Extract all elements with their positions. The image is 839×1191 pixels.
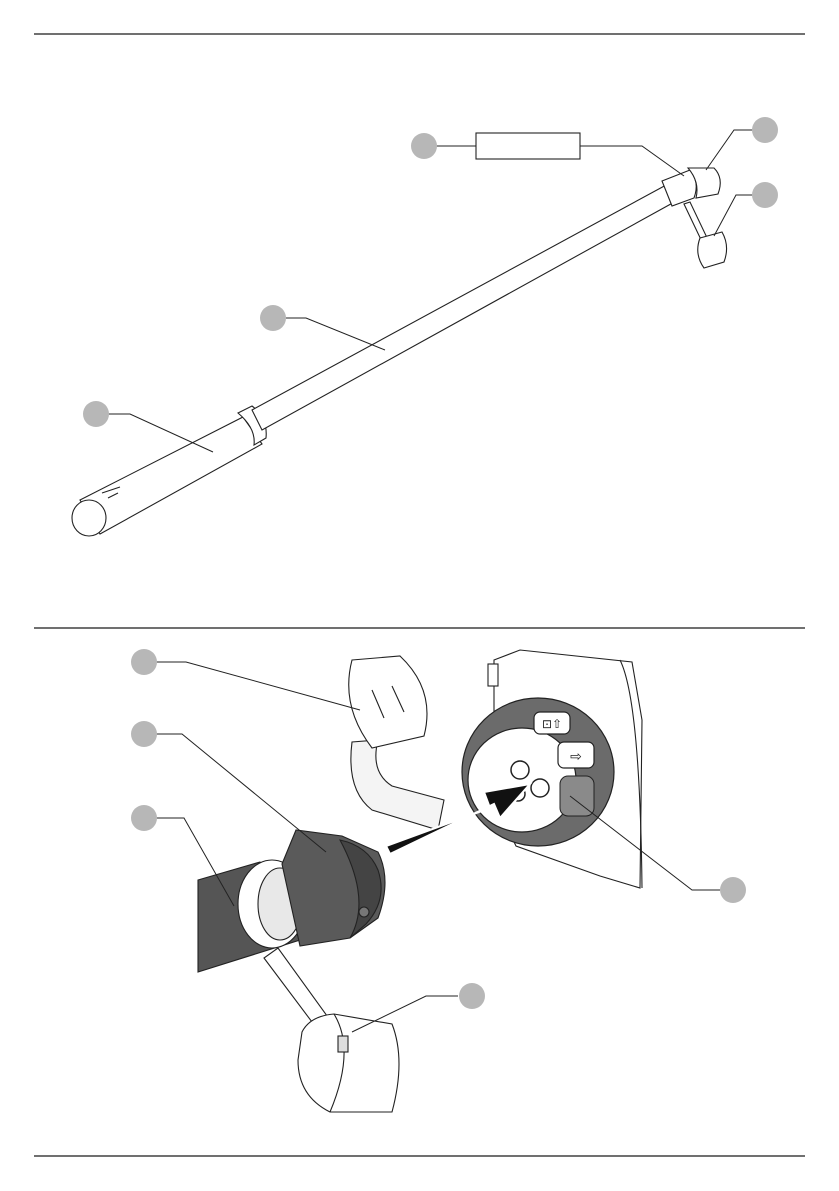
callout-dust-cap — [459, 983, 485, 1009]
callout-shaft-upper — [260, 305, 286, 331]
leader-port-cap — [156, 662, 360, 710]
tube-upper-section — [252, 184, 678, 430]
machine-socket: ⊡⇧ ⇨ — [462, 698, 614, 846]
arrow-right-icon: ⇨ — [570, 748, 582, 764]
socket-pin-b — [531, 779, 549, 797]
figure-connection-detail: ⊡⇧ ⇨ — [198, 650, 642, 1112]
port-cap-body — [349, 656, 427, 748]
leader-coupling-right — [580, 146, 684, 176]
callout-hose — [131, 805, 157, 831]
top-callouts — [106, 130, 754, 452]
connector-screw — [359, 907, 369, 917]
tube-lower-section — [80, 417, 262, 534]
dust-cap-tab — [338, 1036, 348, 1052]
callout-connector — [752, 117, 778, 143]
housing-slot — [488, 664, 498, 686]
port-cap-assembly — [349, 656, 444, 830]
dust-cap-body — [298, 1014, 399, 1112]
figure-extension-tube — [72, 168, 727, 536]
callout-machine-socket — [720, 877, 746, 903]
lock-icon: ⊡⇧ — [542, 717, 562, 731]
leader-connector — [706, 130, 754, 170]
callout-cap — [752, 182, 778, 208]
callout-coupling — [411, 133, 437, 159]
port-cap-strap — [351, 740, 444, 830]
leader-cap — [714, 195, 754, 236]
callout-port-cap — [131, 649, 157, 675]
callout-connector-body — [131, 721, 157, 747]
socket-pin-a — [511, 761, 529, 779]
callout-shaft-lower — [83, 401, 109, 427]
hose-assembly — [198, 830, 385, 972]
tube-end-cap — [72, 500, 106, 536]
label-box — [476, 133, 580, 159]
dust-cap-assembly — [264, 948, 399, 1112]
tube-cap — [698, 232, 727, 268]
